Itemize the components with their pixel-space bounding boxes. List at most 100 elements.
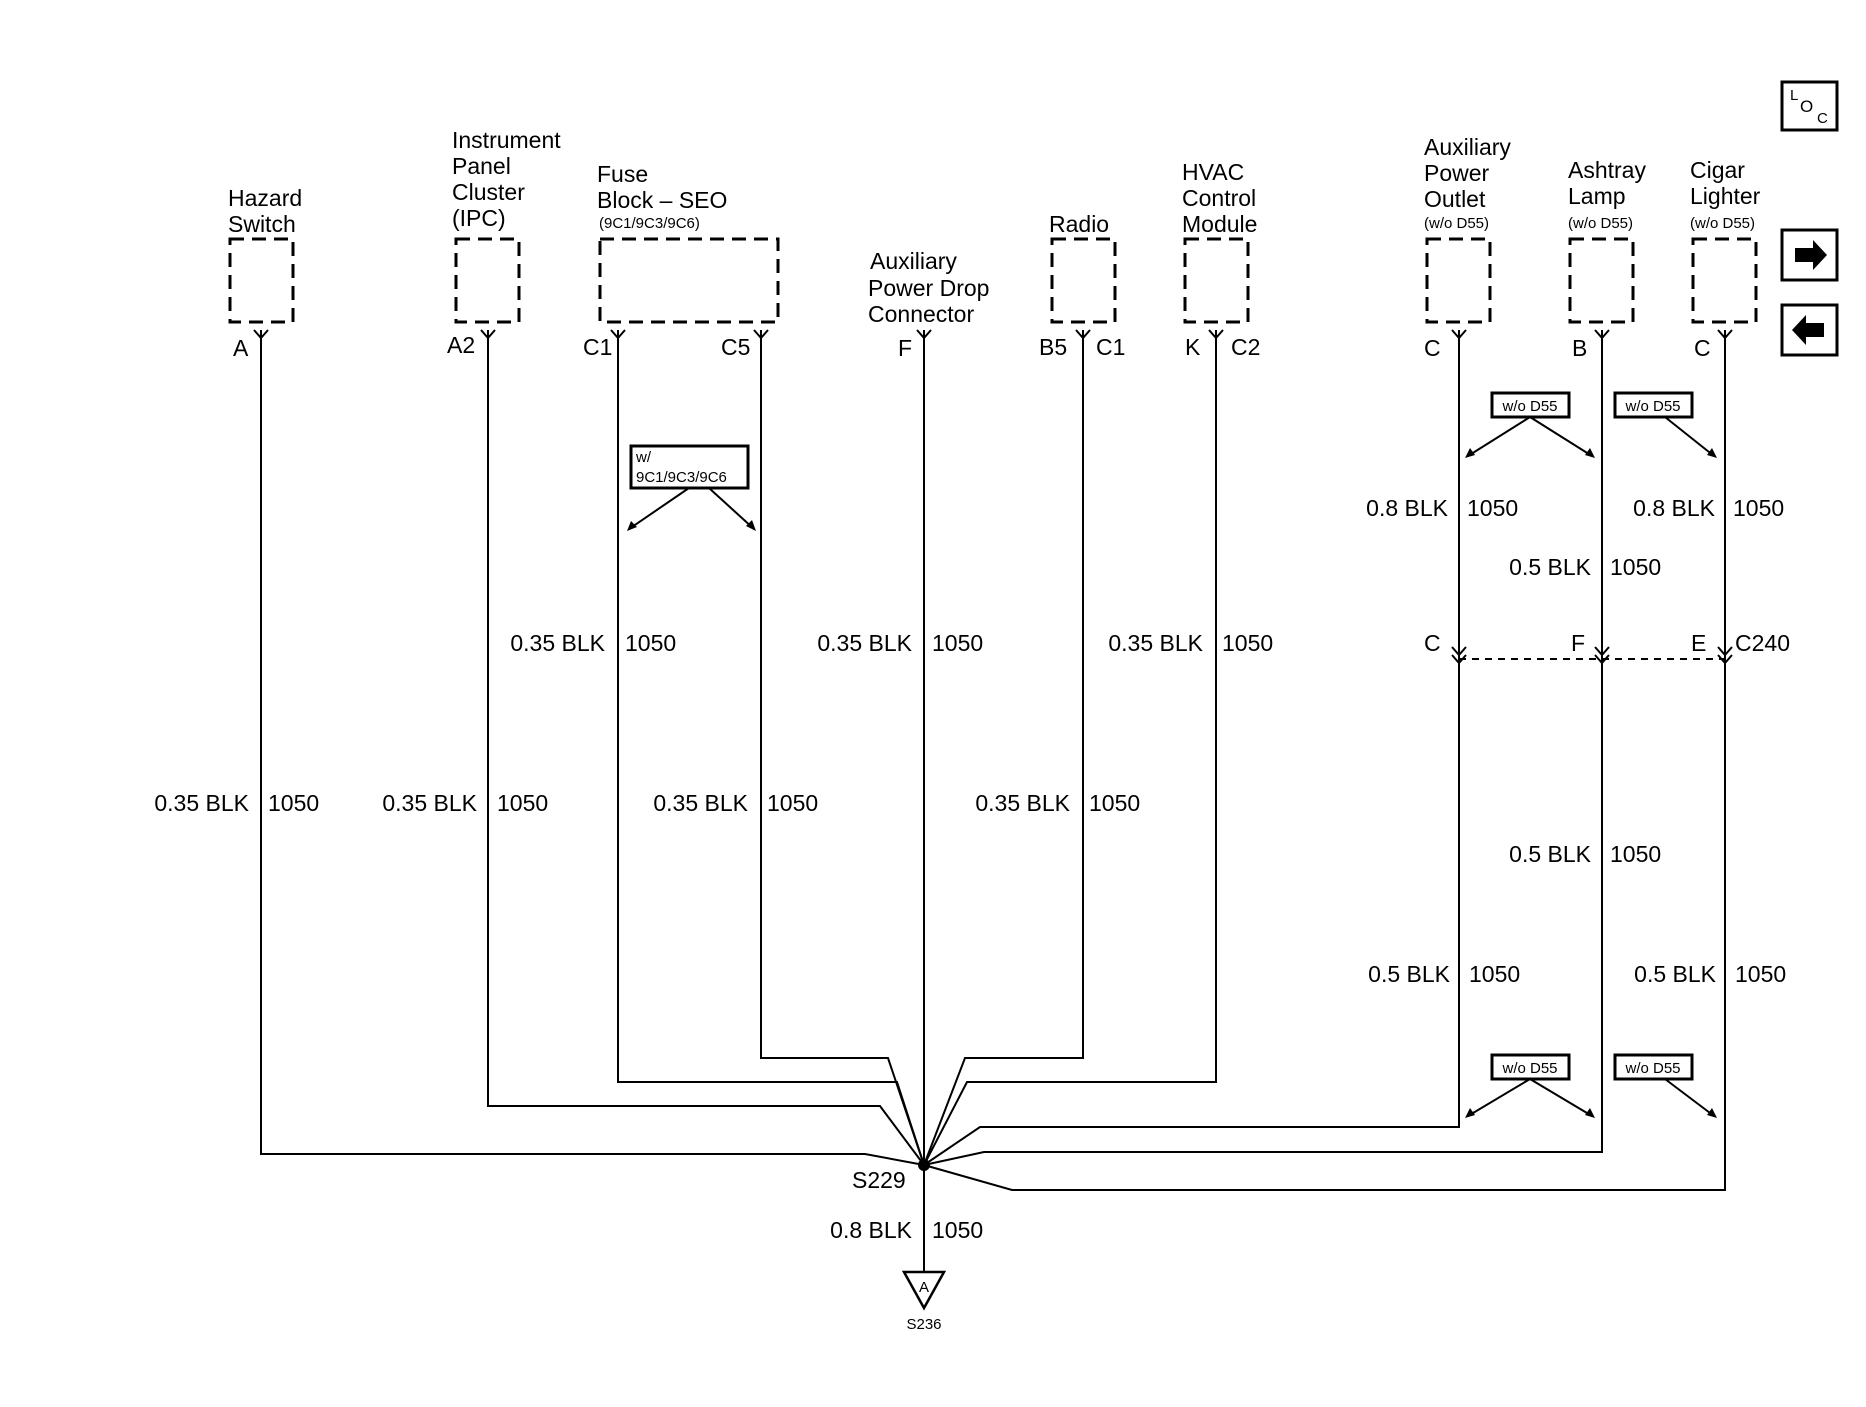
outlet-bottom-arrow-left xyxy=(1467,1078,1531,1117)
wire-labels: 0.8 BLK 1050 0.8 BLK 1050 0.5 BLK 1050 0… xyxy=(154,495,1786,1243)
fuse-pin-left: C1 xyxy=(583,334,612,360)
previous-page-arrow-icon[interactable] xyxy=(1780,303,1839,357)
fuse-c5-wire xyxy=(760,330,925,1166)
ipc-gauge: 0.35 BLK xyxy=(382,790,477,816)
wires xyxy=(260,330,1726,1272)
ashtray-label-sub: (w/o D55) xyxy=(1568,215,1633,232)
right-arrow-icon xyxy=(1795,240,1827,270)
fuse-block-component: Fuse Block – SEO (9C1/9C3/9C6) C1 C5 xyxy=(583,161,780,360)
radio-label: Radio xyxy=(1049,211,1109,237)
fuse-option-arrowhead-right xyxy=(746,520,756,531)
ipc-wire xyxy=(487,330,925,1166)
radio-component: Radio B5 C1 xyxy=(1039,211,1125,360)
loc-icon[interactable]: L O C xyxy=(1780,80,1839,132)
ipc-label-2: Panel xyxy=(452,153,511,179)
cigar-label-1: Cigar xyxy=(1690,157,1745,183)
radio-pin-left: B5 xyxy=(1039,334,1067,360)
hazard-switch-component: Hazard Switch A xyxy=(228,185,302,361)
cigar-bottom-option-label: w/o D55 xyxy=(1624,1060,1680,1077)
cigar-lower-gauge: 0.5 BLK xyxy=(1634,961,1716,987)
cigar-upper-circuit: 1050 xyxy=(1733,495,1784,521)
cigar-bottom-arrow xyxy=(1664,1078,1715,1117)
fuse-option-arrowhead-left xyxy=(627,521,637,531)
hazard-wire xyxy=(260,330,925,1166)
ground-triangle xyxy=(901,1270,947,1311)
cigar-top-option-label: w/o D55 xyxy=(1624,398,1680,415)
fuse-c1-circuit: 1050 xyxy=(625,630,676,656)
cigar-upper-gauge: 0.8 BLK xyxy=(1633,495,1715,521)
fuse-option-box xyxy=(629,444,750,490)
cigar-bottom-option-box xyxy=(1613,1053,1694,1081)
ashtray-label-1: Ashtray xyxy=(1568,157,1646,183)
fuse-option-arrow-left xyxy=(628,487,690,530)
outlet-lower-circuit: 1050 xyxy=(1469,961,1520,987)
hvac-label-3: Module xyxy=(1182,211,1257,237)
hvac-pin-right: C2 xyxy=(1231,334,1260,360)
hazard-gauge: 0.35 BLK xyxy=(154,790,249,816)
outlet-top-option-label: w/o D55 xyxy=(1501,398,1557,415)
c240-cigar-chevron-a xyxy=(1717,646,1733,657)
splice-name: S229 xyxy=(852,1167,906,1193)
radio-pin-right: C1 xyxy=(1096,334,1125,360)
hazard-label-2: Switch xyxy=(228,211,296,237)
ipc-label-1: Instrument xyxy=(452,127,561,153)
c240-pin-outlet: C xyxy=(1424,630,1441,656)
aux-drop-pin: F xyxy=(898,335,912,361)
outlet-lower-gauge: 0.5 BLK xyxy=(1368,961,1450,987)
fuse-option-line-2: 9C1/9C3/9C6 xyxy=(636,469,727,486)
fuse-option: w/ 9C1/9C3/9C6 xyxy=(627,444,756,531)
ashtray-lamp-component: Ashtray Lamp (w/o D55) B xyxy=(1568,157,1646,361)
ashtray-pin: B xyxy=(1572,335,1587,361)
ground-circuit: 1050 xyxy=(932,1217,983,1243)
left-arrow-icon xyxy=(1792,315,1824,345)
ground-symbol: A S236 xyxy=(901,1270,947,1333)
outlet-bottom-option-label: w/o D55 xyxy=(1501,1060,1557,1077)
radio-wire xyxy=(923,330,1084,1166)
ipc-component: Instrument Panel Cluster (IPC) A2 xyxy=(447,127,561,358)
fuse-block-box xyxy=(598,237,780,324)
outlet-top-arrow-right xyxy=(1529,416,1593,457)
c240-name: C240 xyxy=(1735,630,1790,656)
aux-drop-label-1: Auxiliary xyxy=(870,248,957,274)
hvac-gauge: 0.35 BLK xyxy=(1108,630,1203,656)
ashtray-wire xyxy=(923,330,1603,1166)
outlet-label-sub: (w/o D55) xyxy=(1424,215,1489,232)
aux-drop-label-3: Connector xyxy=(868,301,974,327)
cigar-label-sub: (w/o D55) xyxy=(1690,215,1755,232)
loc-icon-frame[interactable] xyxy=(1780,80,1839,132)
ipc-box xyxy=(454,237,521,324)
outlet-upper-gauge: 0.8 BLK xyxy=(1366,495,1448,521)
outlet-top-arrowhead-left xyxy=(1465,448,1475,458)
hvac-box xyxy=(1183,237,1250,324)
radio-box xyxy=(1050,237,1117,324)
radio-circuit: 1050 xyxy=(1089,790,1140,816)
fuse-label-1: Fuse xyxy=(597,161,648,187)
hvac-component: HVAC Control Module K C2 xyxy=(1182,159,1260,360)
loc-icon-c: C xyxy=(1817,110,1828,127)
cigar-top-arrow xyxy=(1664,416,1715,457)
cigar-bottom-option: w/o D55 xyxy=(1613,1053,1717,1118)
outlet-bottom-arrowhead-right xyxy=(1585,1108,1595,1118)
outlet-top-arrowhead-right xyxy=(1585,448,1595,458)
fuse-c5-gauge: 0.35 BLK xyxy=(653,790,748,816)
terminal-chevrons xyxy=(253,329,1733,340)
cigar-lower-circuit: 1050 xyxy=(1735,961,1786,987)
next-page-arrow-icon[interactable] xyxy=(1780,228,1839,282)
ipc-label-3: Cluster xyxy=(452,179,525,205)
cigar-top-option: w/o D55 xyxy=(1613,391,1717,458)
cigar-bottom-arrowhead xyxy=(1707,1108,1717,1118)
loc-icon-l: L xyxy=(1790,87,1798,104)
fuse-c1-gauge: 0.35 BLK xyxy=(510,630,605,656)
outlet-bottom-arrowhead-left xyxy=(1465,1108,1475,1118)
cigar-wire xyxy=(923,330,1726,1191)
c240-ashtray-chevron-b xyxy=(1594,654,1610,665)
ground-letter: A xyxy=(919,1279,929,1296)
fuse-pin-right: C5 xyxy=(721,334,750,360)
fuse-c5-circuit: 1050 xyxy=(767,790,818,816)
c240-outlet-chevron-b xyxy=(1451,654,1467,665)
fuse-option-arrow-right xyxy=(708,487,755,530)
fuse-option-line-1: w/ xyxy=(635,449,652,466)
aux-drop-label-2: Power Drop xyxy=(868,275,989,301)
aux-power-drop-component: Auxiliary Power Drop Connector F xyxy=(868,248,989,361)
